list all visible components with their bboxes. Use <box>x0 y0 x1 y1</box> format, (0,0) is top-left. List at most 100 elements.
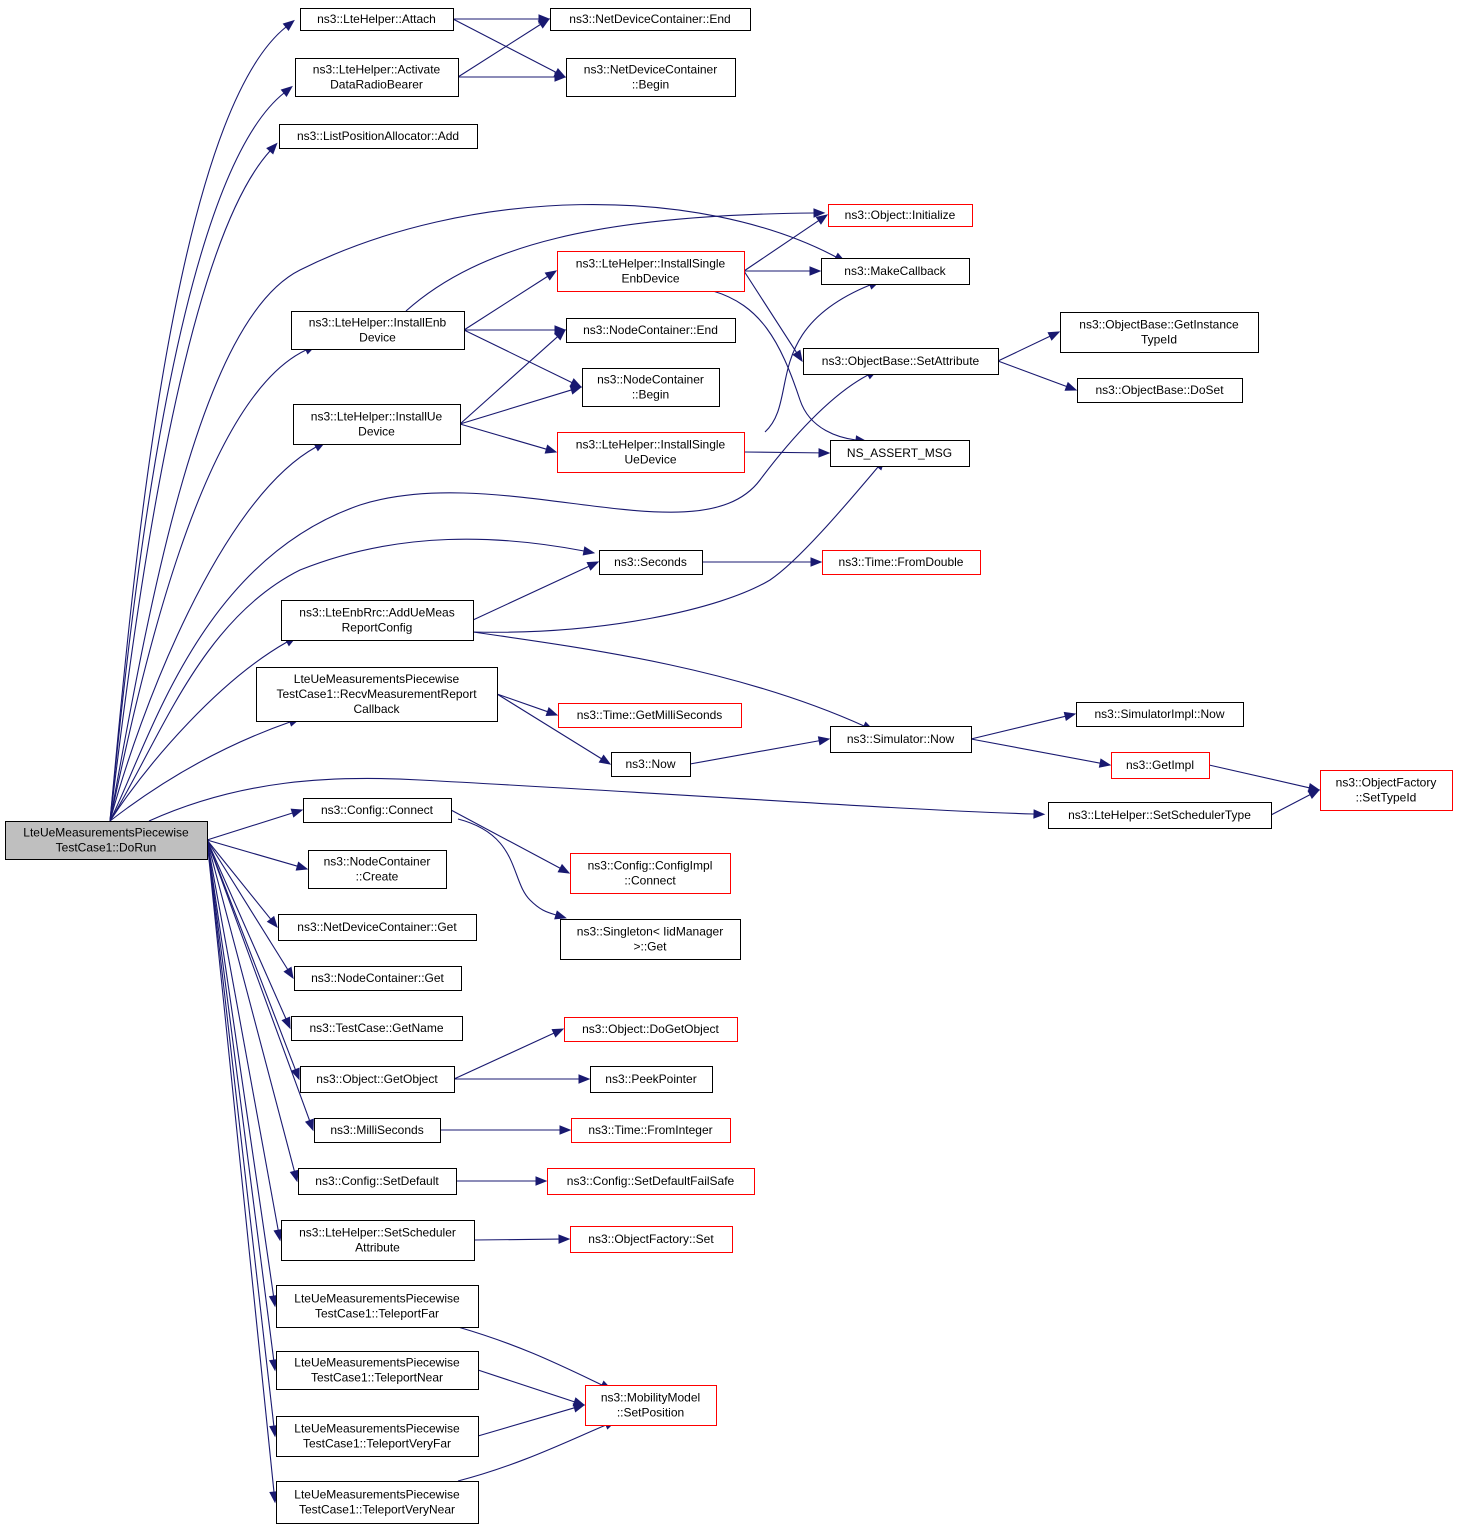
edge-getimpl-to-of-settypeid <box>1208 764 1310 789</box>
node-setpos[interactable]: ns3::MobilityModel::SetPosition <box>585 1385 717 1426</box>
edge-tp-near-to-setpos <box>477 1369 575 1403</box>
node-label: ns3::Now <box>625 757 675 771</box>
node-cfgimpl-connect[interactable]: ns3::Config::ConfigImpl::Connect <box>570 853 731 894</box>
node-recvcb[interactable]: LteUeMeasurementsPiecewiseTestCase1::Rec… <box>256 667 498 722</box>
node-label: ns3::LteHelper::InstallSingle <box>576 257 726 271</box>
node-nc-begin[interactable]: ns3::NodeContainer::Begin <box>582 368 720 407</box>
node-label: ns3::ObjectBase::DoSet <box>1095 383 1224 397</box>
node-nc-get[interactable]: ns3::NodeContainer::Get <box>294 966 462 991</box>
node-lpa-add[interactable]: ns3::ListPositionAllocator::Add <box>279 124 478 149</box>
node-box <box>547 1168 755 1195</box>
node-assert[interactable]: NS_ASSERT_MSG <box>830 440 970 467</box>
arrowhead <box>545 707 559 717</box>
node-label: ns3::LteHelper::InstallUe <box>311 410 443 424</box>
arrowhead <box>554 910 567 920</box>
node-box <box>571 1118 731 1143</box>
edge-addmeas-to-sim-now <box>472 631 865 727</box>
node-sim-now[interactable]: ns3::Simulator::Now <box>830 726 972 753</box>
node-fromdouble[interactable]: ns3::Time::FromDouble <box>822 550 981 575</box>
node-ndc-begin[interactable]: ns3::NetDeviceContainer::Begin <box>566 58 736 97</box>
node-nc-create[interactable]: ns3::NodeContainer::Create <box>308 850 447 889</box>
node-peekptr[interactable]: ns3::PeekPointer <box>590 1066 713 1093</box>
node-label: EnbDevice <box>621 272 679 286</box>
node-tc-getname[interactable]: ns3::TestCase::GetName <box>291 1016 463 1041</box>
edge-inst-single-ue-to-assert <box>743 451 820 454</box>
node-label: ::Begin <box>632 78 669 92</box>
node-box <box>303 798 452 823</box>
node-box <box>1060 312 1259 353</box>
node-box <box>821 258 970 285</box>
node-tp-far[interactable]: LteUeMeasurementsPiecewiseTestCase1::Tel… <box>276 1285 479 1328</box>
node-simimpl-now[interactable]: ns3::SimulatorImpl::Now <box>1076 702 1244 727</box>
arrowhead <box>304 1118 314 1132</box>
node-ob-doset[interactable]: ns3::ObjectBase::DoSet <box>1077 378 1243 403</box>
edge-addmeas-to-seconds <box>472 565 590 621</box>
node-attach[interactable]: ns3::LteHelper::Attach <box>300 8 454 31</box>
node-getobject[interactable]: ns3::Object::GetObject <box>300 1066 455 1093</box>
node-of-set[interactable]: ns3::ObjectFactory::Set <box>570 1226 733 1253</box>
node-box <box>830 726 972 753</box>
node-obj-init[interactable]: ns3::Object::Initialize <box>828 204 973 227</box>
edge-root-to-ndc-get <box>206 839 272 920</box>
node-tp-veryfar[interactable]: LteUeMeasurementsPiecewiseTestCase1::Tel… <box>276 1416 479 1457</box>
node-box <box>599 550 703 575</box>
edge-tp-veryfar-to-setpos <box>477 1407 575 1437</box>
edge-root-to-ob-setattr <box>109 374 869 822</box>
node-tp-near[interactable]: LteUeMeasurementsPiecewiseTestCase1::Tel… <box>276 1351 479 1390</box>
node-millis[interactable]: ns3::MilliSeconds <box>314 1118 441 1143</box>
node-tp-verynear[interactable]: LteUeMeasurementsPiecewiseTestCase1::Tel… <box>276 1481 479 1524</box>
arrowhead <box>535 1176 548 1186</box>
node-ndc-end[interactable]: ns3::NetDeviceContainer::End <box>550 8 751 31</box>
node-dogetobject[interactable]: ns3::Object::DoGetObject <box>564 1017 738 1042</box>
node-label: ::Create <box>356 870 399 884</box>
node-root[interactable]: LteUeMeasurementsPiecewiseTestCase1::DoR… <box>5 821 208 860</box>
node-cfg-connect[interactable]: ns3::Config::Connect <box>303 798 452 823</box>
edge-tp-verynear-to-setpos <box>457 1424 607 1482</box>
node-setdefaultfs[interactable]: ns3::Config::SetDefaultFailSafe <box>547 1168 755 1195</box>
edge-cfg-connect-to-singleton-get <box>457 818 557 916</box>
node-box <box>291 311 465 350</box>
node-frominteger[interactable]: ns3::Time::FromInteger <box>571 1118 731 1143</box>
arrowhead <box>266 915 278 929</box>
node-label: ns3::TestCase::GetName <box>309 1021 443 1035</box>
node-label: ns3::MobilityModel <box>601 1391 700 1405</box>
node-singleton-get[interactable]: ns3::Singleton< IidManager>::Get <box>560 919 741 960</box>
arrowhead <box>810 557 823 567</box>
node-label: ns3::NetDeviceContainer::End <box>569 12 730 26</box>
node-box <box>558 703 742 728</box>
node-nc-end[interactable]: ns3::NodeContainer::End <box>566 318 736 343</box>
node-ndc-get[interactable]: ns3::NetDeviceContainer::Get <box>278 914 477 941</box>
node-getms[interactable]: ns3::Time::GetMilliSeconds <box>558 703 742 728</box>
edge-root-to-nc-get <box>206 839 289 970</box>
node-label: TestCase1::DoRun <box>56 841 157 855</box>
node-getimpl[interactable]: ns3::GetImpl <box>1111 752 1210 779</box>
node-box <box>590 1066 713 1093</box>
node-label: ns3::LteHelper::SetScheduler <box>299 1226 456 1240</box>
node-label: ::Begin <box>632 388 669 402</box>
node-box <box>570 853 731 894</box>
node-box <box>550 8 751 31</box>
node-box <box>314 1118 441 1143</box>
node-setsched[interactable]: ns3::LteHelper::SetSchedulerType <box>1048 802 1272 829</box>
edge-recvcb-to-getms <box>496 693 548 713</box>
node-make-cb[interactable]: ns3::MakeCallback <box>821 258 970 285</box>
node-of-settypeid[interactable]: ns3::ObjectFactory::SetTypeId <box>1320 770 1453 811</box>
edge-root-to-tp-verynear <box>206 839 275 1493</box>
node-ob-setattr[interactable]: ns3::ObjectBase::SetAttribute <box>803 348 999 375</box>
node-box <box>295 58 459 97</box>
node-label: ns3::ObjectFactory <box>1336 776 1437 790</box>
node-seconds[interactable]: ns3::Seconds <box>599 550 703 575</box>
node-box <box>294 966 462 991</box>
node-label: ns3::ObjectFactory::Set <box>588 1232 714 1246</box>
node-setdefault[interactable]: ns3::Config::SetDefault <box>298 1168 457 1195</box>
node-now[interactable]: ns3::Now <box>611 752 691 777</box>
node-box <box>557 251 745 292</box>
